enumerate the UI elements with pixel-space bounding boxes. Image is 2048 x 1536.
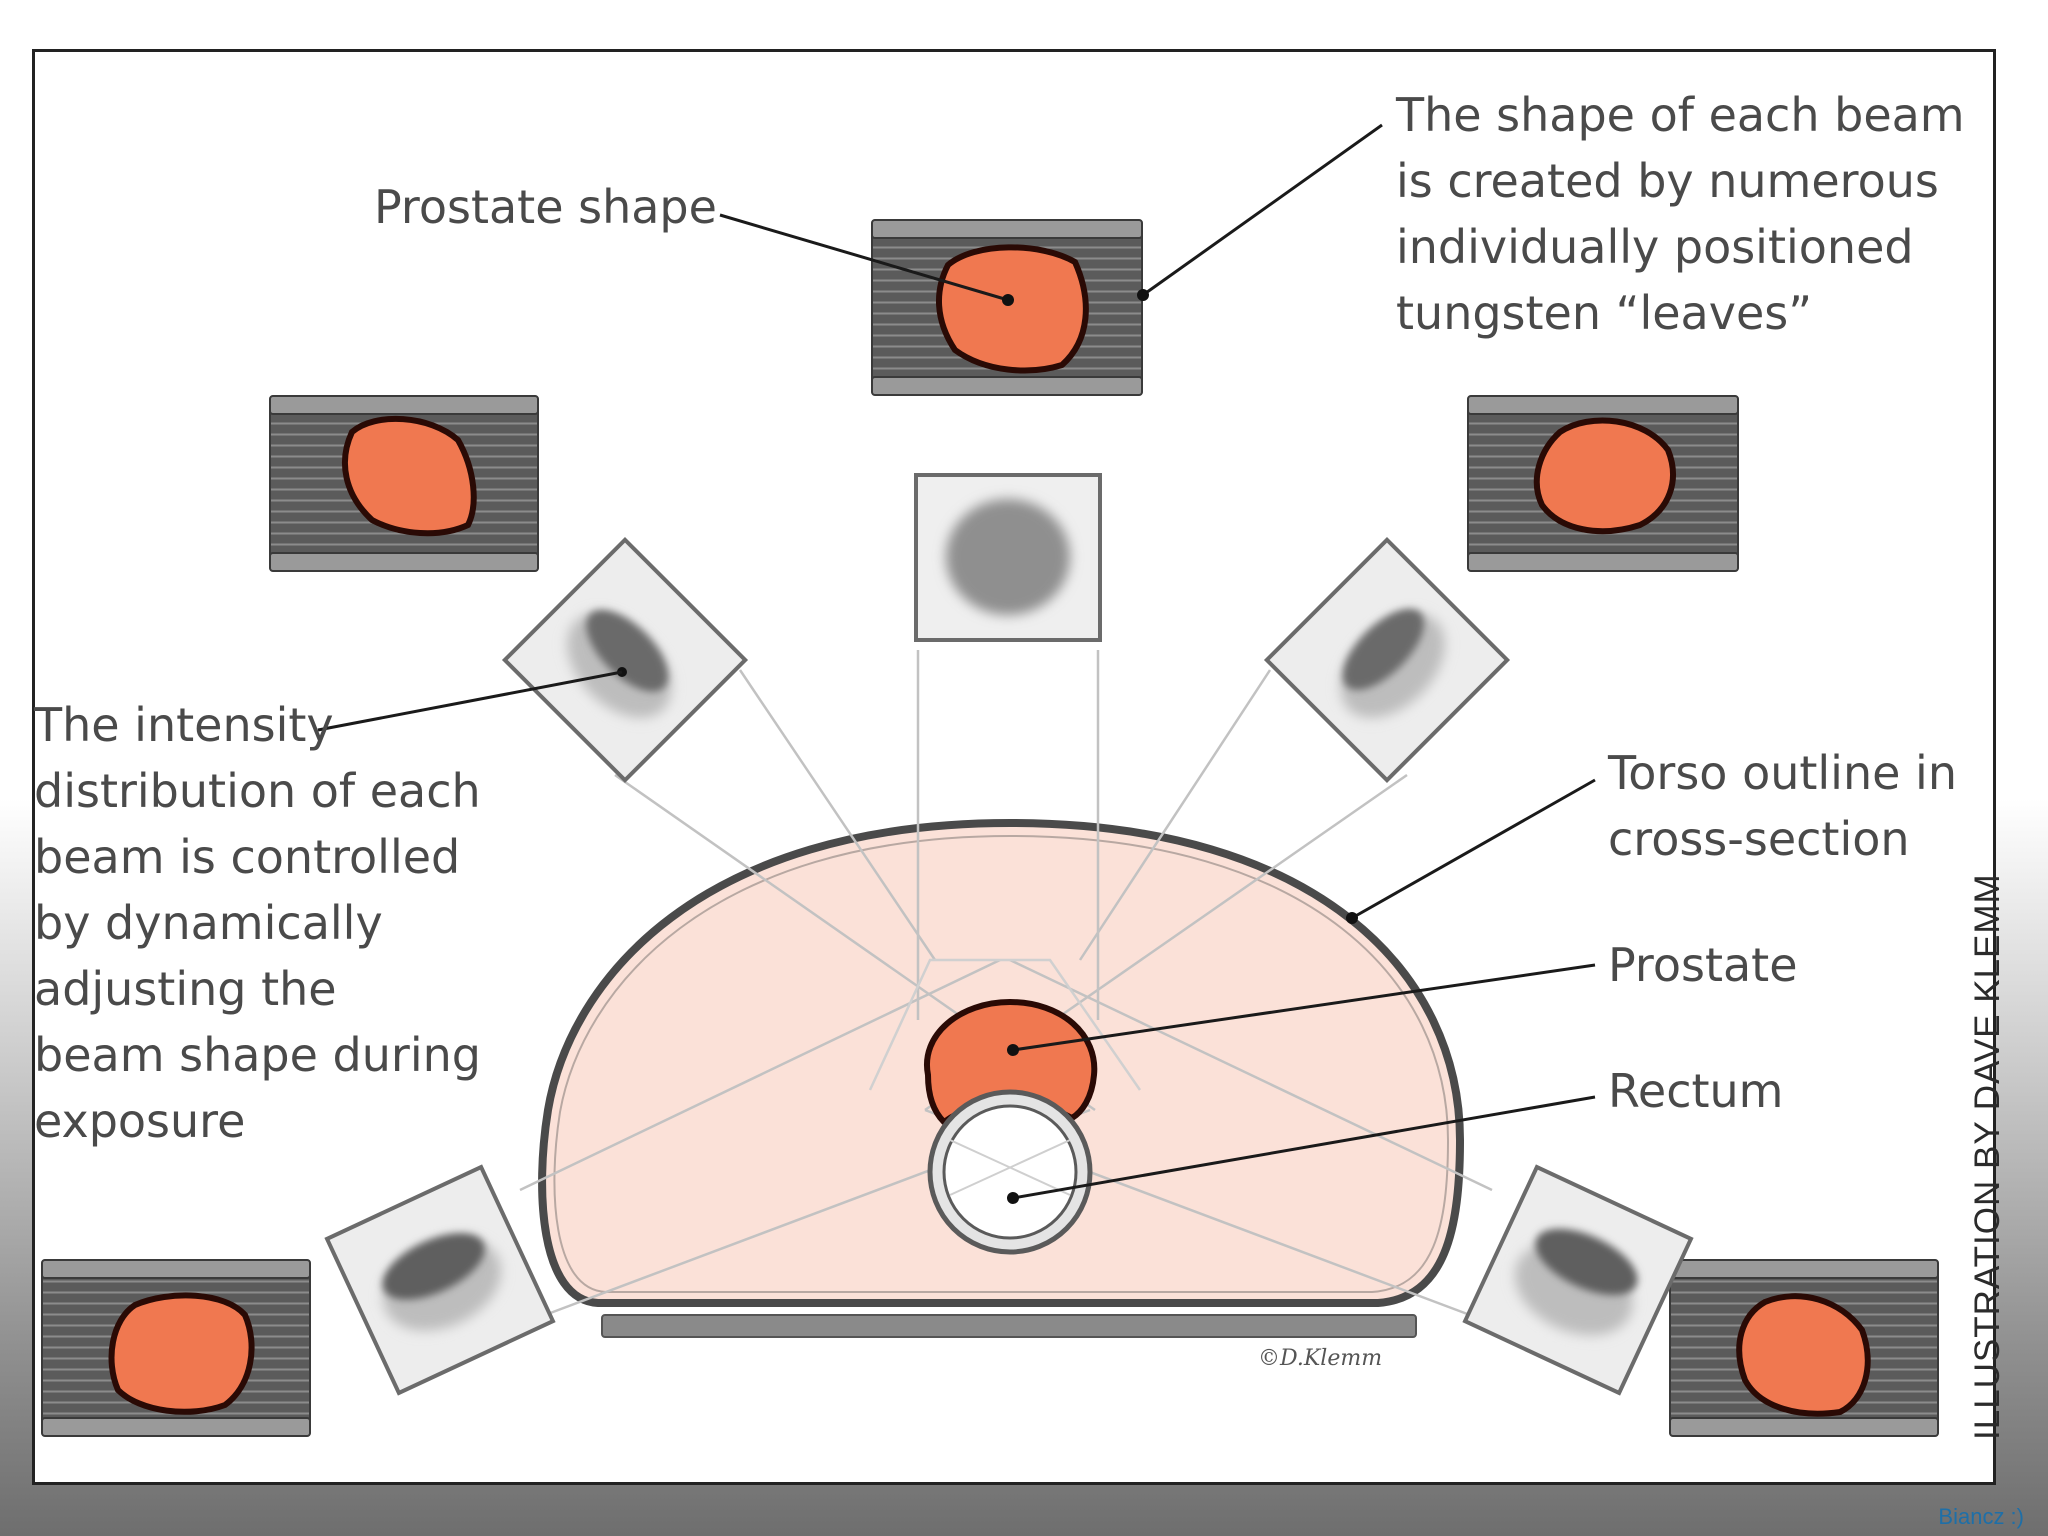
intensity-map-top [914, 473, 1102, 642]
label-beam-shape: The shape of each beam is created by num… [1396, 88, 1965, 340]
intensity-map-lower-left [324, 1164, 556, 1396]
rectum [942, 1104, 1078, 1240]
prostate-shape-top [936, 244, 1089, 374]
prostate [923, 998, 1098, 1126]
label-torso: Torso outline in cross-section [1608, 746, 1957, 866]
prostate-shape-upper-right [1533, 417, 1676, 535]
footer-credit: Biancz :) [1938, 1504, 2024, 1529]
treatment-table [601, 1314, 1417, 1338]
intensity-map-upper-right [1263, 536, 1511, 784]
artist-signature: ©D.Klemm [1258, 1346, 1383, 1371]
prostate-shape-lower-left [108, 1292, 255, 1415]
label-intensity: The intensity distribution of each beam … [34, 698, 481, 1148]
prostate-shape-lower-right [1736, 1293, 1871, 1417]
leader-lines [317, 123, 1596, 1200]
label-rectum: Rectum [1608, 1064, 1784, 1118]
label-prostate: Prostate [1608, 938, 1798, 992]
label-prostate-shape: Prostate shape [374, 180, 717, 234]
intensity-map-lower-right [1462, 1164, 1694, 1396]
prostate-shape-upper-left [342, 415, 477, 537]
illustration-credit: ILLUSTRATION BY DAVE KLEMM [1968, 873, 2007, 1440]
intensity-map-upper-left [501, 536, 749, 784]
